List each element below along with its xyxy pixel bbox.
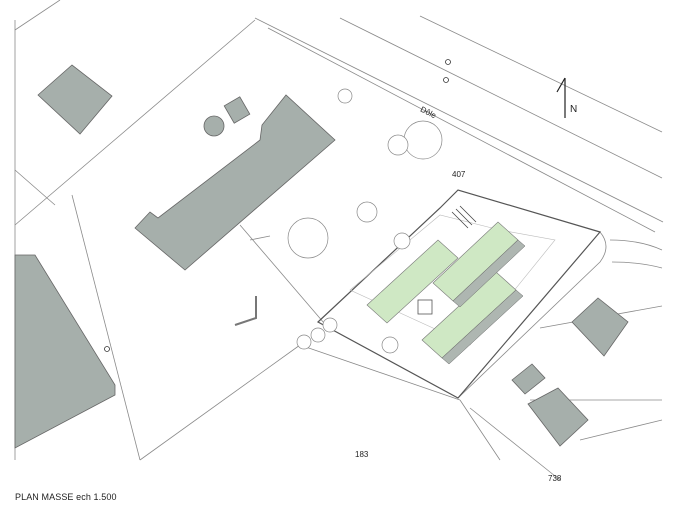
parcel-407: 407 bbox=[452, 170, 466, 179]
silo bbox=[203, 115, 225, 137]
building-long bbox=[134, 94, 336, 271]
parcel-183: 183 bbox=[355, 450, 369, 459]
green-roofs bbox=[366, 221, 519, 359]
north-arrow-icon bbox=[556, 77, 566, 118]
survey-markers bbox=[104, 59, 451, 352]
plan-caption: PLAN MASSE ech 1.500 bbox=[15, 492, 117, 502]
building-right-2 bbox=[511, 363, 546, 395]
building-top-left bbox=[37, 64, 113, 135]
building-right-1 bbox=[571, 297, 629, 357]
building-annex bbox=[223, 96, 251, 124]
building-right-3 bbox=[527, 387, 589, 447]
parcel-738: 738 bbox=[548, 474, 562, 483]
wall bbox=[234, 296, 257, 326]
existing-buildings bbox=[14, 64, 629, 449]
project-site bbox=[316, 189, 602, 399]
road-and-parcel-lines bbox=[14, 0, 664, 481]
north-label: N bbox=[570, 104, 578, 115]
building-left-edge bbox=[14, 254, 116, 449]
trees bbox=[287, 88, 443, 354]
